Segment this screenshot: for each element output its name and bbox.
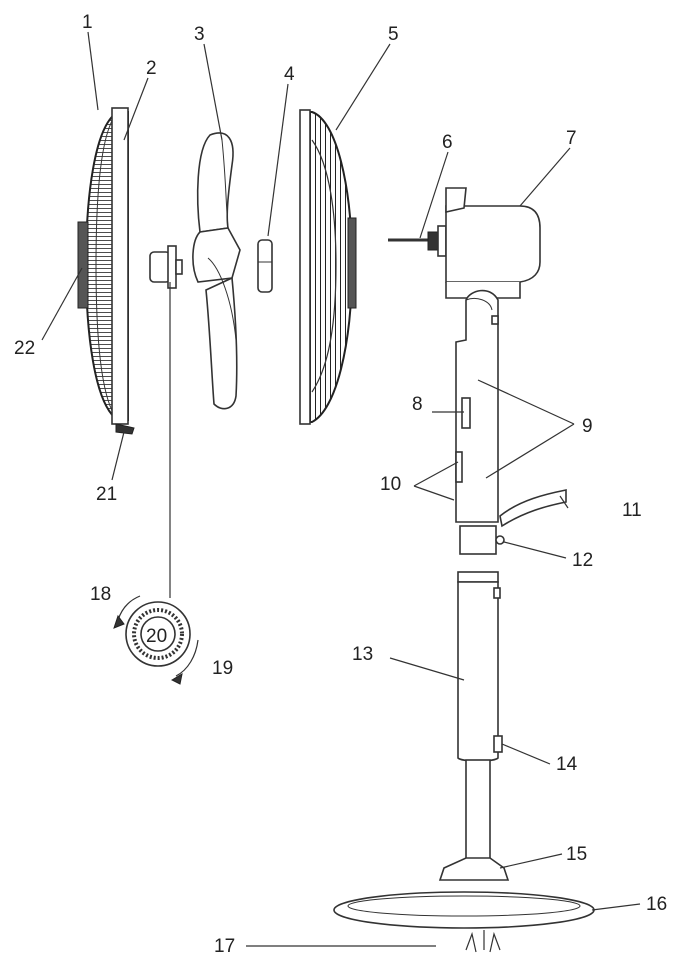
fan-blade xyxy=(192,132,241,410)
label-6: 6 xyxy=(442,132,453,153)
lower-pole xyxy=(457,571,503,861)
label-18: 18 xyxy=(90,584,111,605)
upper-pole xyxy=(455,289,567,555)
spinner-cap xyxy=(257,239,273,293)
base xyxy=(333,857,595,953)
rear-grille xyxy=(299,109,357,425)
label-8: 8 xyxy=(412,394,423,415)
leader-lines xyxy=(41,31,641,947)
label-2: 2 xyxy=(146,58,157,79)
label-15: 15 xyxy=(566,844,587,865)
label-9: 9 xyxy=(582,416,593,437)
label-14: 14 xyxy=(556,754,578,775)
label-21: 21 xyxy=(96,484,117,505)
label-17: 17 xyxy=(214,936,235,957)
label-5: 5 xyxy=(388,24,399,45)
label-20: 20 xyxy=(146,626,167,647)
label-1: 1 xyxy=(82,12,93,33)
label-16: 16 xyxy=(646,894,667,915)
blade-hub xyxy=(149,245,183,289)
label-10: 10 xyxy=(380,474,401,495)
label-7: 7 xyxy=(566,128,577,149)
label-4: 4 xyxy=(284,64,295,85)
label-3: 3 xyxy=(194,24,205,45)
motor-head xyxy=(388,187,541,299)
label-12: 12 xyxy=(572,550,593,571)
label-19: 19 xyxy=(212,658,233,679)
label-11: 11 xyxy=(622,500,642,521)
speed-knob xyxy=(113,595,199,685)
front-grille xyxy=(77,107,135,435)
label-13: 13 xyxy=(352,644,373,665)
label-22: 22 xyxy=(14,338,35,359)
part-numbers: 1 2 3 4 5 6 7 8 9 10 11 12 13 14 15 16 1… xyxy=(14,12,667,957)
